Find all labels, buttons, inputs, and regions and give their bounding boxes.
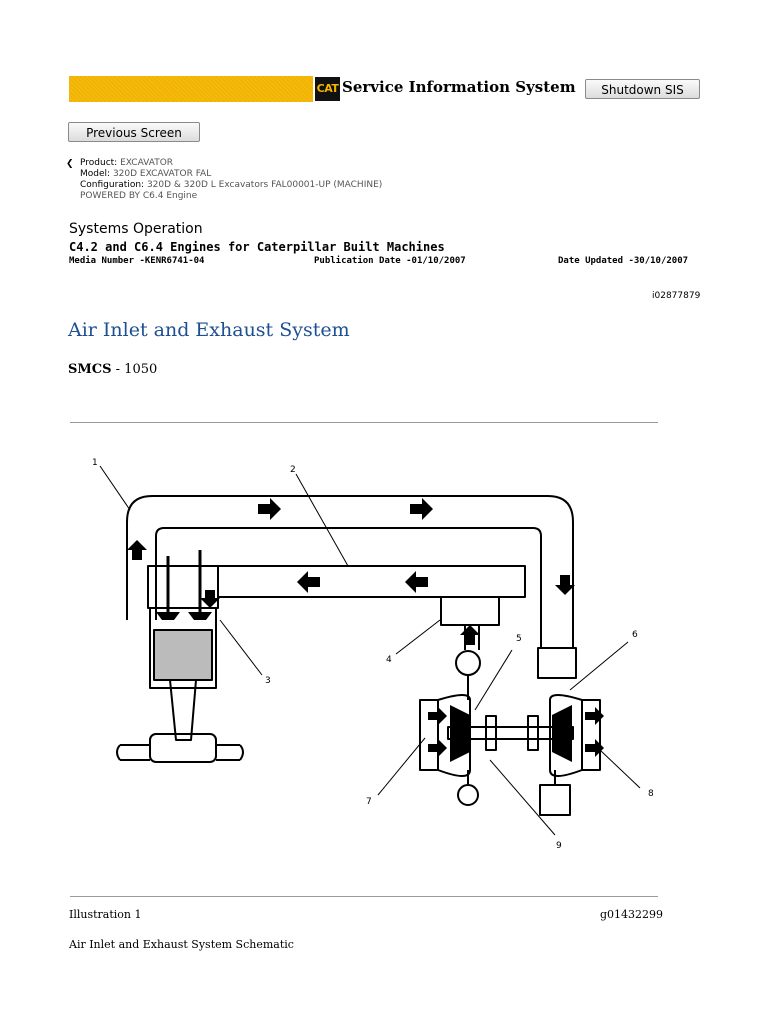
callout-2: 2 — [290, 465, 296, 475]
configuration-value: 320D & 320D L Excavators FAL00001-UP (MA… — [146, 180, 383, 190]
powered-by: POWERED BY C6.4 Engine — [80, 191, 198, 201]
callout-7: 7 — [366, 797, 372, 807]
product-info: Product: EXCAVATOR Model: 320D EXCAVATOR… — [68, 158, 382, 202]
date-updated: Date Updated -30/10/2007 — [558, 256, 689, 266]
illustration-label: Illustration 1 — [69, 908, 142, 921]
document-title: C4.2 and C6.4 Engines for Caterpillar Bu… — [69, 240, 445, 254]
section-title: Air Inlet and Exhaust System — [68, 319, 350, 341]
callout-3: 3 — [265, 676, 271, 686]
smcs-label: SMCS — [68, 362, 112, 377]
app-title: Service Information System — [342, 78, 576, 96]
divider — [70, 422, 658, 423]
product-value: EXCAVATOR — [120, 158, 174, 168]
product-label: Product: — [80, 158, 118, 168]
turbine-wheel — [552, 705, 572, 762]
callout-9: 9 — [556, 841, 562, 850]
shutdown-sis-button[interactable]: Shutdown SIS — [585, 79, 700, 99]
collapse-chevron-icon[interactable]: ❮ — [66, 159, 74, 169]
aftercooler-box — [440, 596, 500, 626]
header-color-bar — [69, 76, 313, 102]
smcs-value: - 1050 — [111, 362, 158, 377]
document-id: i02877879 — [652, 291, 701, 301]
document-category: Systems Operation — [69, 221, 203, 237]
cat-logo: CAT — [315, 77, 340, 101]
callout-1: 1 — [92, 458, 98, 468]
smcs-code: SMCS - 1050 — [68, 362, 157, 377]
inner-pipe-outline — [155, 527, 542, 648]
callout-5: 5 — [516, 634, 522, 644]
publication-date: Publication Date -01/10/2007 — [314, 256, 466, 266]
illustration-caption: Air Inlet and Exhaust System Schematic — [69, 938, 294, 951]
compressor-wheel — [450, 705, 470, 762]
model-value: 320D EXCAVATOR FAL — [112, 169, 212, 179]
callout-8: 8 — [648, 789, 654, 799]
air-inlet-exhaust-schematic: 1 2 3 4 5 6 7 8 9 — [92, 458, 654, 850]
previous-screen-button[interactable]: Previous Screen — [68, 122, 200, 142]
intake-manifold — [190, 565, 526, 598]
media-number: Media Number -KENR6741-04 — [69, 256, 205, 266]
callout-6: 6 — [632, 630, 638, 640]
model-label: Model: — [80, 169, 111, 179]
illustration-id: g01432299 — [600, 908, 664, 921]
outer-pipe-outline — [126, 495, 574, 648]
callout-4: 4 — [386, 655, 392, 665]
flow-arrows — [127, 498, 604, 757]
divider — [70, 896, 658, 897]
configuration-label: Configuration: — [80, 180, 145, 190]
